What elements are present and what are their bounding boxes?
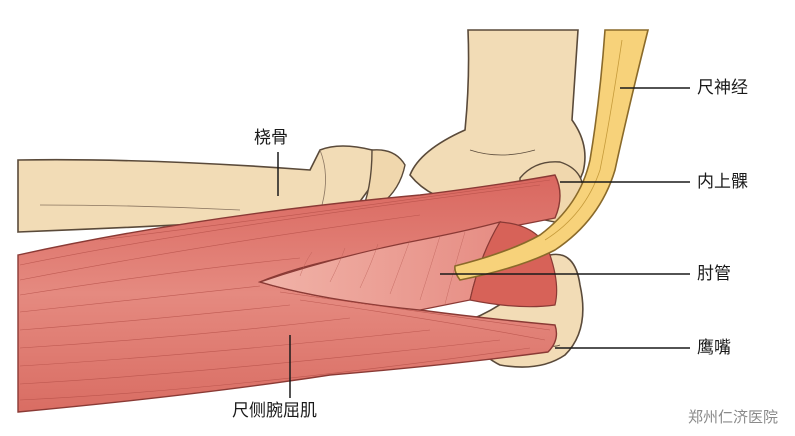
leader-lines (277, 87, 690, 398)
radius-head (358, 149, 406, 217)
muscle-fibres (19, 179, 551, 401)
label-fcu-muscle: 尺侧腕屈肌 (232, 401, 317, 421)
label-ulnar-nerve: 尺神经 (697, 78, 748, 98)
ulnar-nerve (454, 29, 650, 281)
label-medial-epicondyle: 内上髁 (697, 172, 748, 192)
label-cubital-tunnel: 肘管 (697, 264, 731, 284)
humerus-shading (469, 149, 536, 156)
label-radius: 桡骨 (254, 128, 288, 148)
watermark: 郑州仁济医院 (688, 408, 779, 426)
label-olecranon: 鹰嘴 (697, 338, 731, 358)
